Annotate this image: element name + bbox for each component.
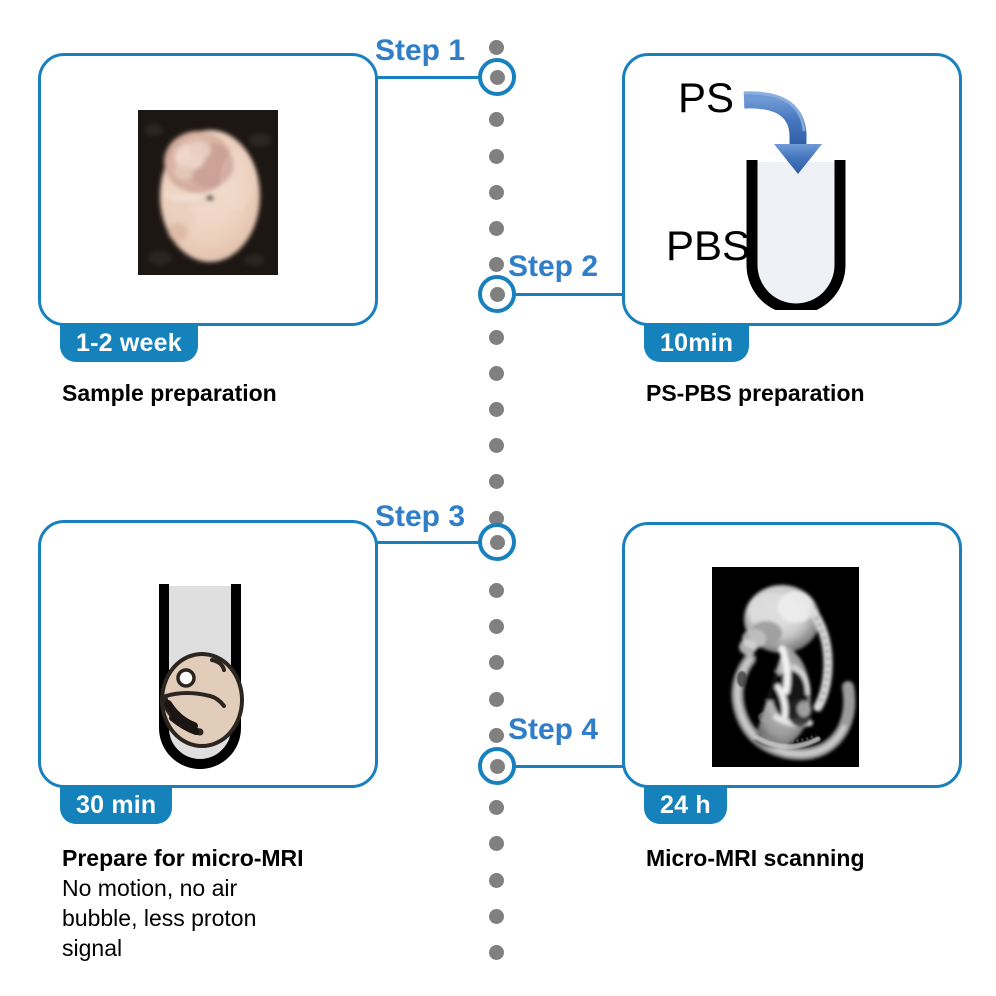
- connector-step-3: [375, 541, 497, 544]
- timeline-dot: [489, 945, 504, 960]
- timeline-dot: [489, 510, 504, 526]
- mri-scan-image: [712, 567, 859, 767]
- timeline-dot: [489, 40, 504, 55]
- embryo-in-tube-svg: [159, 584, 244, 769]
- timeline-dot: [489, 112, 504, 128]
- caption-title-prepare-for-micro-mri: Prepare for micro-MRI: [62, 845, 304, 871]
- tube-outline: [746, 160, 846, 315]
- timeline-dot: [489, 800, 504, 816]
- timeline-node-step-4[interactable]: [478, 747, 516, 785]
- timeline-dot: [489, 727, 504, 743]
- connector-step-4: [497, 765, 625, 768]
- timeline-dot: [489, 438, 504, 454]
- timeline-node-step-3[interactable]: [478, 523, 516, 561]
- pour-arrow-shaft: [743, 91, 807, 146]
- caption-title-sample-preparation: Sample preparation: [62, 380, 277, 406]
- timeline-dot: [489, 655, 504, 671]
- embryo-eye: [176, 668, 196, 688]
- embryo-photograph: [138, 110, 278, 275]
- timeline-dot: [489, 691, 504, 707]
- test-tube-illustration: PS PBS: [660, 60, 930, 315]
- step-label-4: Step 4: [508, 713, 599, 746]
- caption-title-ps-pbs-preparation: PS-PBS preparation: [646, 380, 865, 406]
- caption-sub-prepare-for-micro-mri: No motion, no air bubble, less proton si…: [62, 875, 257, 961]
- timeline-node-step-2[interactable]: [478, 275, 516, 313]
- timeline-dot: [489, 619, 504, 635]
- caption-micro-mri-scanning: Micro-MRI scanning: [646, 843, 865, 873]
- timeline-dot: [489, 583, 504, 598]
- timeline-node-step-1[interactable]: [478, 58, 516, 96]
- timeline-dot: [489, 402, 504, 417]
- label-ps: PS: [678, 74, 734, 121]
- timeline-dot: [489, 908, 504, 924]
- badge-prepare-for-micro-mri: 30 min: [60, 786, 173, 824]
- embryo-in-tube-illustration: [138, 578, 262, 778]
- step-label-3: Step 3: [375, 500, 466, 533]
- embryo-mouth: [164, 691, 226, 708]
- badge-sample-preparation: 1-2 week: [60, 324, 198, 362]
- tube-liquid: [752, 162, 840, 309]
- label-pbs: PBS: [666, 222, 750, 269]
- step-label-2: Step 2: [508, 250, 599, 283]
- timeline-dot: [489, 257, 504, 273]
- timeline-dot: [489, 148, 504, 164]
- caption-prepare-for-micro-mri: Prepare for micro-MRI No motion, no air …: [62, 843, 304, 963]
- timeline-dot: [489, 872, 504, 888]
- timeline-dot: [489, 836, 504, 852]
- connector-step-1: [375, 76, 497, 79]
- timeline-dot: [489, 329, 504, 345]
- embryo-limb-3: [169, 715, 199, 735]
- caption-sample-preparation: Sample preparation: [62, 378, 277, 408]
- timeline-dot: [489, 474, 504, 490]
- badge-micro-mri-scanning: 24 h: [644, 786, 727, 824]
- pour-arrow-head: [774, 144, 822, 174]
- caption-title-micro-mri-scanning: Micro-MRI scanning: [646, 845, 865, 871]
- timeline-dot: [489, 184, 504, 200]
- timeline-dot: [489, 221, 504, 236]
- timeline-dot: [489, 365, 504, 381]
- embryo-limb-2: [164, 700, 198, 730]
- tube-outline-3: [159, 584, 241, 769]
- badge-ps-pbs-preparation: 10min: [644, 324, 750, 362]
- connector-step-2: [497, 293, 625, 296]
- test-tube-svg: PS PBS: [666, 74, 846, 315]
- step-label-1: Step 1: [375, 34, 466, 67]
- caption-ps-pbs-preparation: PS-PBS preparation: [646, 378, 865, 408]
- timeline-dotted-line: [489, 40, 505, 960]
- mri-scan-svg: [712, 567, 859, 767]
- embryo-photo-svg: [138, 110, 278, 275]
